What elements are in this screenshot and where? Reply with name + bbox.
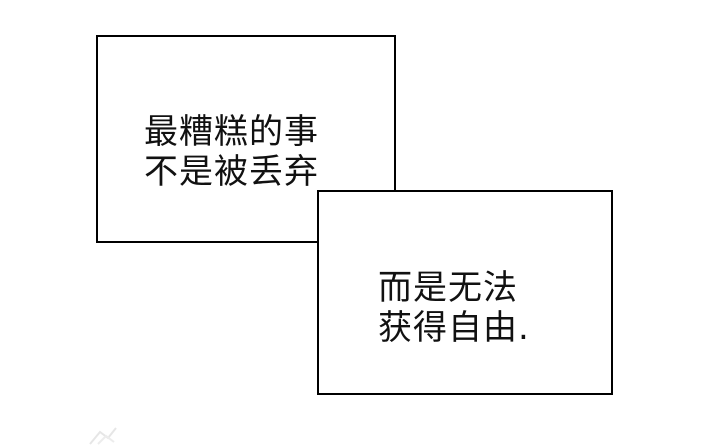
watermark-icon — [89, 427, 117, 445]
caption-second-line-2: 获得自由. — [378, 308, 530, 348]
panel-merge-area — [319, 192, 394, 241]
caption-second-line-1: 而是无法 — [378, 268, 518, 308]
caption-first: 最糟糕的事 不是被丢弃 — [144, 112, 319, 192]
caption-second: 而是无法 获得自由. — [378, 268, 530, 348]
caption-first-line-1: 最糟糕的事 — [144, 112, 319, 152]
caption-first-line-2: 不是被丢弃 — [144, 152, 319, 192]
